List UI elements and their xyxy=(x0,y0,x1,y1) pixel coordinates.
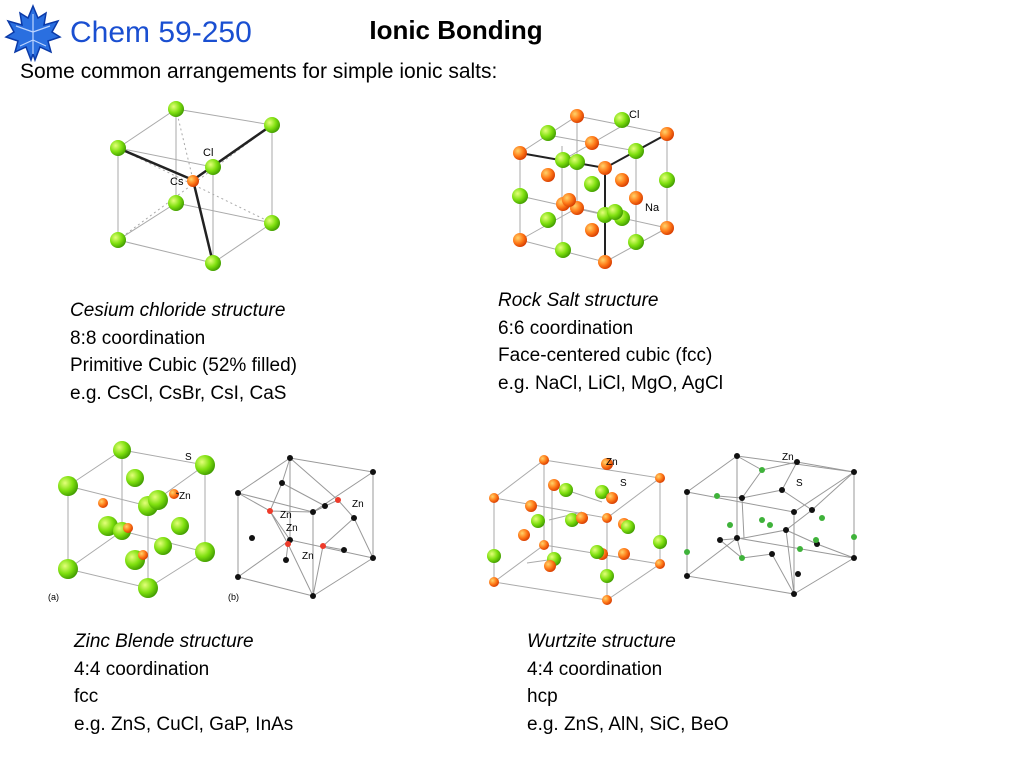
structure-coordination: 6:6 coordination xyxy=(498,317,634,339)
anion-atom xyxy=(264,215,280,231)
structure-name: Rock Salt structure xyxy=(498,290,659,311)
course-title: Chem 59-250 xyxy=(70,16,252,49)
cation-atom xyxy=(187,175,199,187)
anion-atom xyxy=(168,195,184,211)
cation-label: Zn xyxy=(179,491,191,502)
anion-atom xyxy=(110,232,126,248)
wurtzite-caption: Wurtzite structure 4:4 coordination hcp … xyxy=(527,628,729,738)
cation-label: Zn xyxy=(606,457,618,468)
cation-label-b3: Zn xyxy=(352,499,364,510)
wurtzite-diagram: Zn S Zn S xyxy=(487,452,857,605)
anion-atom xyxy=(168,101,184,117)
structure-coordination: 4:4 coordination xyxy=(74,658,210,680)
cesium-chloride-caption: Cesium chloride structure 8:8 coordinati… xyxy=(70,297,297,407)
cation-label-b1: Zn xyxy=(280,510,292,521)
structure-examples: e.g. CsCl, CsBr, CsI, CaS xyxy=(70,382,287,404)
cation-label-b: Zn xyxy=(782,452,794,463)
cesium-chloride-diagram: Cl Cs xyxy=(110,101,280,271)
rock-salt-caption: Rock Salt structure 6:6 coordination Fac… xyxy=(498,287,723,397)
structure-lattice: Primitive Cubic (52% filled) xyxy=(70,355,298,376)
panel-b-label: (b) xyxy=(228,592,239,602)
structure-name: Cesium chloride structure xyxy=(70,300,286,321)
anion-label-b: S xyxy=(796,478,803,489)
atoms xyxy=(110,101,280,271)
anion-atom xyxy=(264,117,280,133)
cation-label-b4: Zn xyxy=(302,551,314,562)
structure-examples: e.g. ZnS, CuCl, GaP, InAs xyxy=(74,713,294,735)
structure-coordination: 4:4 coordination xyxy=(527,658,663,680)
cation-label-b2: Zn xyxy=(286,523,298,534)
anion-label: S xyxy=(185,452,192,463)
anion-atom xyxy=(205,255,221,271)
cation-label: Cs xyxy=(170,176,184,188)
structure-name: Wurtzite structure xyxy=(527,631,676,652)
anion-atom xyxy=(205,159,221,175)
page-subtitle: Some common arrangements for simple ioni… xyxy=(20,60,498,83)
structure-lattice: fcc xyxy=(74,686,99,707)
structure-lattice: Face-centered cubic (fcc) xyxy=(498,345,713,366)
structure-coordination: 8:8 coordination xyxy=(70,327,206,349)
anion-label: Cl xyxy=(629,109,639,121)
structure-examples: e.g. ZnS, AlN, SiC, BeO xyxy=(527,713,729,735)
page-title: Ionic Bonding xyxy=(369,15,543,45)
structure-examples: e.g. NaCl, LiCl, MgO, AgCl xyxy=(498,372,723,394)
maple-leaf-icon xyxy=(4,4,62,62)
structure-name: Zinc Blende structure xyxy=(74,631,254,652)
anion-label: Cl xyxy=(203,147,213,159)
zinc-blende-caption: Zinc Blende structure 4:4 coordination f… xyxy=(74,628,293,738)
structure-lattice: hcp xyxy=(527,686,558,707)
cation-label: Na xyxy=(645,202,660,214)
rock-salt-diagram: Cl Na xyxy=(512,109,675,269)
anion-label: S xyxy=(620,478,627,489)
zinc-blende-diagram: S Zn (a) Zn Zn Zn Zn (b) xyxy=(48,441,376,602)
panel-a-label: (a) xyxy=(48,592,59,602)
anion-atom xyxy=(110,140,126,156)
